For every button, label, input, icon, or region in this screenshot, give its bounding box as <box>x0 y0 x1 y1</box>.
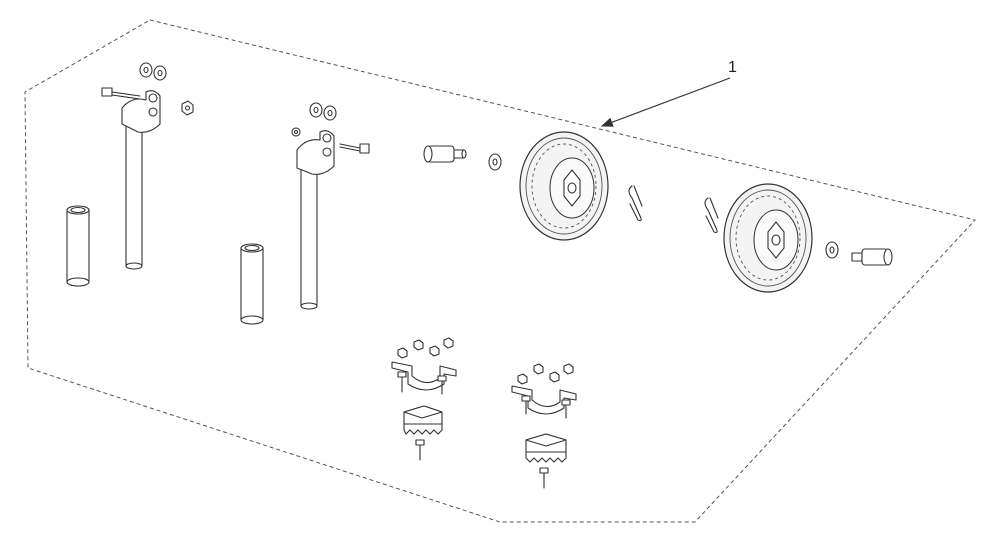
washers-right <box>309 102 337 121</box>
nut-right <box>291 127 301 137</box>
foot-screw-b <box>539 467 549 489</box>
bracket-bolts-b <box>521 395 571 419</box>
rubber-foot-a <box>403 405 443 435</box>
bolt-right <box>339 143 370 154</box>
washer-axle-right <box>825 241 839 259</box>
washers-left <box>139 62 167 81</box>
wheel-1 <box>519 131 609 241</box>
bolt-left <box>101 87 141 100</box>
handle-left <box>121 90 161 270</box>
wheel-2 <box>723 183 813 293</box>
callout-number-label: 1 <box>728 59 737 76</box>
axle-pin-right <box>851 248 893 266</box>
callout-leader-arrow <box>600 77 731 127</box>
handle-right <box>296 130 335 310</box>
foot-screw-a <box>415 439 425 461</box>
foot-bracket-b <box>511 363 577 415</box>
kit-boundary-outline <box>24 19 976 523</box>
sleeve-right <box>240 243 264 325</box>
rubber-foot-b <box>525 433 567 463</box>
sleeve-left <box>66 205 90 287</box>
bracket-bolts-a <box>397 371 447 395</box>
axle-pin-left <box>423 145 467 163</box>
foot-bracket-a <box>391 337 457 391</box>
nut-left <box>181 100 194 116</box>
washer-axle-left <box>488 153 502 171</box>
hairpin-clip-1 <box>628 185 643 222</box>
hairpin-clip-2 <box>704 197 719 234</box>
